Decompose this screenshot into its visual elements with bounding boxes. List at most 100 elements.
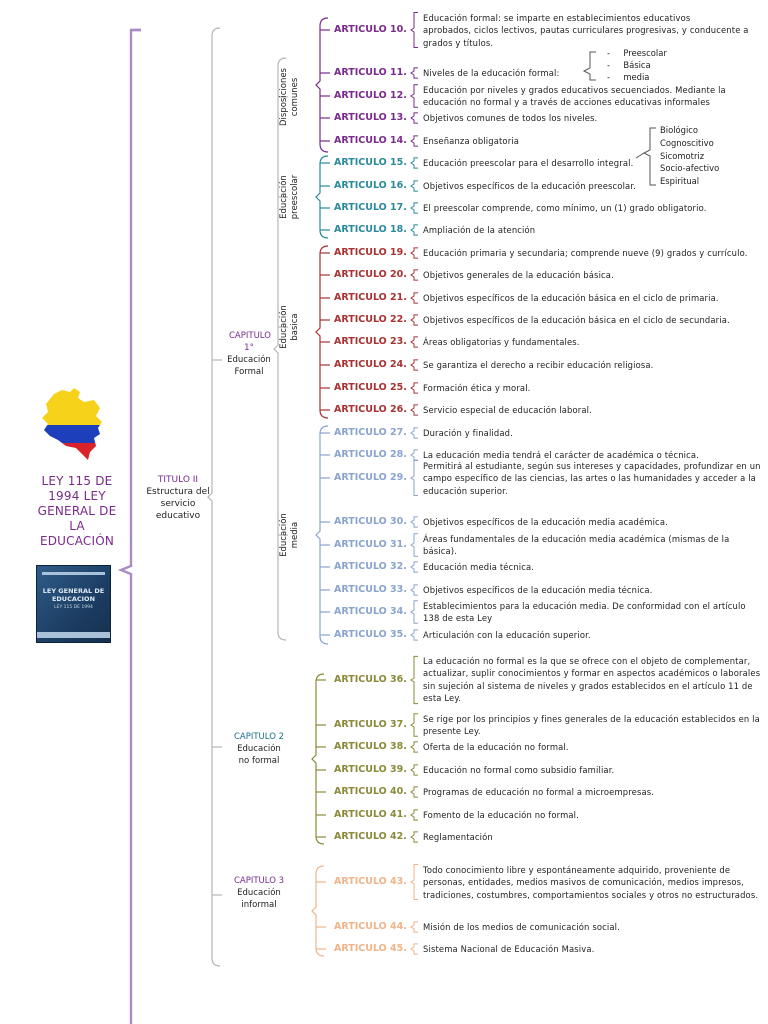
articulo-label: ARTICULO 14. [334, 135, 407, 146]
capitulo-text: Educación no formal [237, 744, 281, 766]
articulo-label: ARTICULO 29. [334, 472, 407, 483]
section-educacion-media: Educación media [279, 507, 301, 563]
section-brace [315, 17, 329, 153]
articulo-description: Fomento de la educación no formal. [423, 809, 763, 821]
articulo-label: ARTICULO 31. [334, 539, 407, 550]
description-line: 138 de esta Ley [423, 613, 493, 624]
articulo-description: Educación no formal como subsidio famili… [423, 764, 763, 776]
titulo-heading: TITULO II [157, 475, 199, 485]
description-line: Articulación con la educación superior. [423, 630, 591, 640]
description-line: Áreas obligatorias y fundamentales. [423, 337, 580, 347]
articulo-description: Sistema Nacional de Educación Masiva. [423, 943, 763, 955]
articulo-label: ARTICULO 12. [334, 90, 407, 101]
article-bracket [410, 533, 418, 557]
article-bracket [410, 12, 418, 48]
articulo-description: Educación primaria y secundaria; compren… [423, 247, 763, 259]
articulo-description: Ampliación de la atención [423, 224, 763, 236]
objetivo-item: Biológico [660, 125, 699, 135]
description-line: Objetivos específicos de la educación bá… [423, 315, 730, 325]
capitulo-1-brace [273, 57, 287, 641]
articulo-description: Oferta de la educación no formal. [423, 741, 763, 753]
description-line: Formación ética y moral. [423, 383, 531, 393]
articulo-label: ARTICULO 18. [334, 224, 407, 235]
articulo-label: ARTICULO 19. [334, 247, 407, 258]
articulo-label: ARTICULO 45. [334, 943, 407, 954]
article-bracket [410, 247, 418, 259]
description-line: Objetivos específicos de la educación pr… [423, 181, 636, 191]
description-line: aprobados, ciclos lectivos, pautas curri… [423, 25, 749, 36]
articulo-description: El preescolar comprende, como mínimo, un… [423, 202, 763, 214]
articulo-label: ARTICULO 20. [334, 269, 407, 280]
articulo-description: Objetivos generales de la educación bási… [423, 269, 763, 281]
articulo-label: ARTICULO 15. [334, 157, 407, 168]
articulo-label: ARTICULO 34. [334, 606, 407, 617]
description-line: Permitirá al estudiante, según sus inter… [423, 461, 761, 471]
articulo-description: Objetivos específicos de la educación bá… [423, 292, 763, 304]
niveles-item: - media [607, 72, 650, 82]
law-book-cover-image: LEY GENERAL DE EDUCACION LEY 115 DE 1994 [36, 565, 111, 643]
description-line: Objetivos específicos de la educación me… [423, 585, 653, 595]
capitulo-3-node: CAPITULO 3 Educación informal [226, 875, 292, 911]
section-label: Educación basica [279, 305, 300, 349]
description-line: Educación media técnica. [423, 562, 535, 572]
articulo-description: Duración y finalidad. [423, 427, 763, 439]
articulo-label: ARTICULO 22. [334, 314, 407, 325]
article-bracket [410, 921, 418, 933]
articulo-label: ARTICULO 17. [334, 202, 407, 213]
law-title: LEY 115 DE 1994 LEY GENERAL DE LA EDUCAC… [36, 474, 118, 549]
articulo-description: Objetivos comunes de todos los niveles. [423, 112, 763, 124]
description-line: campo específico de las ciencias, las ar… [423, 473, 756, 484]
root-trunk [117, 28, 141, 1024]
law-title-line: EDUCACIÓN [39, 534, 115, 548]
articulo-label: ARTICULO 23. [334, 336, 407, 347]
article-bracket [410, 629, 418, 641]
objetivo-item: Espiritual [660, 176, 700, 187]
description-line: educación superior. [423, 485, 508, 496]
description-line: actualizar, suplir conocimientos y forma… [423, 668, 761, 679]
section-educacion-preescolar: Educación preescolar [279, 169, 301, 225]
articulo-description: Objetivos específicos de la educación me… [423, 516, 763, 528]
articulo-label: ARTICULO 13. [334, 112, 407, 123]
description-line: Duración y finalidad. [423, 428, 513, 438]
description-line: tradiciones, costumbres, comportamientos… [423, 889, 759, 900]
article-bracket [410, 427, 418, 439]
article-bracket [410, 655, 418, 705]
articulo-label: ARTICULO 27. [334, 427, 407, 438]
description-line: grados y títulos. [423, 37, 494, 48]
article-bracket [410, 336, 418, 348]
article-bracket [410, 180, 418, 192]
articulo-description: Educación formal: se imparte en establec… [423, 12, 763, 49]
articulo-label: ARTICULO 21. [334, 292, 407, 303]
capitulo-heading: CAPITULO 2 [233, 732, 285, 742]
articulo-label: ARTICULO 25. [334, 382, 407, 393]
section-brace [315, 155, 329, 239]
articulo-label: ARTICULO 39. [334, 764, 407, 775]
section-educacion-basica: Educación basica [279, 299, 301, 355]
capitulo-1-node: CAPITULO 1° Educación Formal [216, 330, 282, 378]
articulo-label: ARTICULO 26. [334, 404, 407, 415]
capitulo-3-brace [311, 865, 325, 957]
description-line: Educación formal: se imparte en establec… [423, 13, 691, 23]
article-bracket [410, 460, 418, 496]
niveles-bracket [582, 51, 596, 81]
objetivo-item: Sicomotriz [660, 150, 705, 161]
article-bracket [410, 84, 418, 108]
capitulo-text: Educación Formal [227, 355, 271, 377]
section-label: Educación media [279, 513, 300, 557]
article-bracket [410, 224, 418, 236]
articulo-label: ARTICULO 38. [334, 741, 407, 752]
articulo-description: Educación por niveles y grados educativo… [423, 84, 763, 109]
colombia-flag-map-icon [42, 388, 102, 460]
law-title-line: 1994 LEY [48, 489, 106, 503]
description-line: Servicio especial de educación laboral. [423, 405, 592, 415]
description-line: Programas de educación no formal a micro… [423, 787, 655, 797]
description-line: Todo conocimiento libre y espontáneament… [423, 865, 731, 875]
article-bracket [410, 764, 418, 776]
capitulo-2-node: CAPITULO 2 Educación no formal [226, 731, 292, 767]
description-line: Se rige por los principios y fines gener… [423, 714, 760, 724]
description-line: educación no formal y a través de accion… [423, 97, 711, 108]
description-line: Objetivos comunes de todos los niveles. [423, 113, 598, 123]
titulo-node: TITULO II Estructura del servicio educat… [145, 474, 211, 522]
description-line: Oferta de la educación no formal. [423, 742, 569, 752]
article-bracket [410, 943, 418, 955]
